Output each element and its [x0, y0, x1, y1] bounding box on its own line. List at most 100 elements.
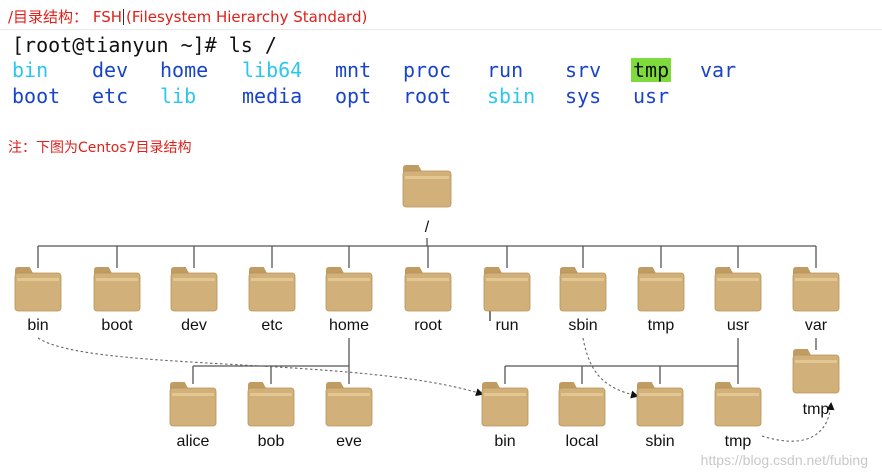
folder-tmp: tmp — [637, 267, 685, 334]
folder-tab — [484, 267, 503, 274]
page-title: /目录结构： FSH(Filesystem Hierarchy Standard… — [8, 6, 367, 27]
folder-sheet — [795, 278, 837, 281]
ls-entry-usr: usr — [633, 84, 670, 108]
folder-tab — [94, 267, 113, 274]
folder-sheet — [561, 393, 603, 396]
folder-tab — [15, 267, 34, 274]
folder-tab — [637, 382, 656, 389]
folder-home-eve: eve — [325, 382, 373, 450]
folder-sheet — [640, 278, 682, 281]
folder-icon — [247, 387, 295, 427]
ls-entry-home: home — [160, 58, 209, 82]
ls-entry-boot: boot — [12, 84, 61, 108]
folder-sheet — [639, 393, 681, 396]
folder-label-alice: alice — [177, 433, 210, 450]
folder-icon — [559, 272, 607, 312]
ls-entry-lib: lib — [160, 84, 197, 108]
ls-entry-tmp: tmp — [631, 58, 672, 82]
folder-tab — [793, 349, 812, 356]
folder-tab — [171, 267, 190, 274]
link-bin-to-usr-bin — [37, 337, 484, 397]
folder-sheet — [96, 278, 138, 281]
folder-tab — [170, 382, 189, 389]
folder-home-alice: alice — [169, 382, 217, 450]
folder-etc: etc — [248, 267, 296, 334]
folder-usr-bin: bin — [481, 382, 529, 450]
folder-sheet — [173, 278, 215, 281]
folder-tab — [249, 267, 268, 274]
folder-label-dev: dev — [181, 317, 207, 334]
title-fsh: FSH — [92, 8, 123, 26]
folder-sheet — [405, 176, 449, 179]
folder-boot: boot — [93, 267, 141, 334]
folder-icon — [402, 170, 452, 208]
folder-tab — [403, 165, 423, 172]
folder-sheet — [172, 393, 214, 396]
diagram-note: 注：下图为Centos7目录结构 — [8, 140, 192, 156]
ls-entry-var: var — [700, 58, 737, 82]
folder-tab — [559, 382, 578, 389]
text-cursor — [123, 9, 125, 25]
folder-icon — [481, 387, 529, 427]
folder-label-sbin: sbin — [645, 433, 674, 450]
folder-label-sbin: sbin — [568, 317, 597, 334]
folder-icon — [325, 387, 373, 427]
folder-label-etc: etc — [261, 317, 282, 334]
folder-label-boot: boot — [101, 317, 133, 334]
folder-icon — [637, 272, 685, 312]
ls-entry-dev: dev — [92, 58, 129, 82]
folder-sheet — [407, 278, 449, 281]
ls-entry-srv: srv — [565, 58, 602, 82]
ls-entry-sys: sys — [565, 84, 602, 108]
folder-tab — [326, 382, 345, 389]
watermark: https://blog.csdn.net/fubing — [700, 452, 868, 468]
folder-icon — [325, 272, 373, 312]
folder-label-bob: bob — [258, 433, 285, 450]
ls-entry-bin: bin — [12, 58, 49, 82]
folder-sheet — [717, 393, 759, 396]
ls-entry-opt: opt — [335, 84, 372, 108]
folder-tab — [715, 267, 734, 274]
folder-sheet — [17, 278, 59, 281]
folder-run: run — [483, 267, 531, 334]
folder-tab — [793, 267, 812, 274]
folder-root — [402, 165, 452, 208]
folder-label-eve: eve — [336, 433, 362, 450]
folder-icon — [714, 387, 762, 427]
ls-entry-root: root — [403, 84, 452, 108]
folder-tab — [482, 382, 501, 389]
folder-label-var: var — [805, 317, 828, 334]
ls-entry-lib64: lib64 — [242, 58, 303, 82]
folder-sheet — [328, 393, 370, 396]
folder-sheet — [486, 278, 528, 281]
folder-usr-sbin: sbin — [636, 382, 684, 450]
folder-icon — [792, 354, 840, 394]
folder-var: var — [792, 267, 840, 334]
ls-entry-mnt: mnt — [335, 58, 372, 82]
ls-entry-run: run — [487, 58, 524, 82]
folder-sheet — [328, 278, 370, 281]
folder-bin: bin — [14, 267, 62, 334]
link-sbin-to-usr-sbin — [582, 337, 639, 399]
folder-dev: dev — [170, 267, 218, 334]
folder-label-usr: usr — [727, 317, 750, 334]
folder-label-tmp: tmp — [648, 317, 675, 334]
folder-icon — [714, 272, 762, 312]
folder-sbin: sbin — [559, 267, 607, 334]
folder-label-local: local — [566, 433, 599, 450]
folder-label-tmp: tmp — [803, 401, 830, 418]
folder-icon — [558, 387, 606, 427]
folder-label-home: home — [329, 317, 369, 334]
folder-sheet — [717, 278, 759, 281]
folder-usr-tmp: tmp — [714, 382, 762, 450]
folder-icon — [14, 272, 62, 312]
folder-root: root — [404, 267, 452, 334]
folder-icon — [792, 272, 840, 312]
ls-entry-sbin: sbin — [487, 84, 536, 108]
folder-sheet — [251, 278, 293, 281]
folder-sheet — [562, 278, 604, 281]
folder-icon — [404, 272, 452, 312]
folder-tab — [638, 267, 657, 274]
folder-sheet — [484, 393, 526, 396]
